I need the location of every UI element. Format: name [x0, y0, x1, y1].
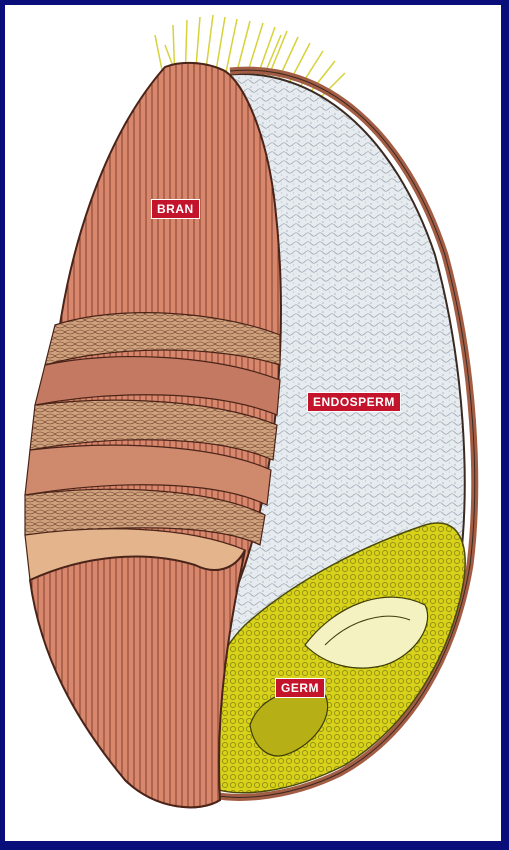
wheat-kernel-illustration: [5, 5, 501, 841]
diagram-canvas: BRAN ENDOSPERM GERM: [5, 5, 501, 841]
bran-lower: [30, 550, 245, 807]
germ-label: GERM: [275, 678, 325, 698]
bran-label: BRAN: [151, 199, 200, 219]
endosperm-label: ENDOSPERM: [307, 392, 401, 412]
